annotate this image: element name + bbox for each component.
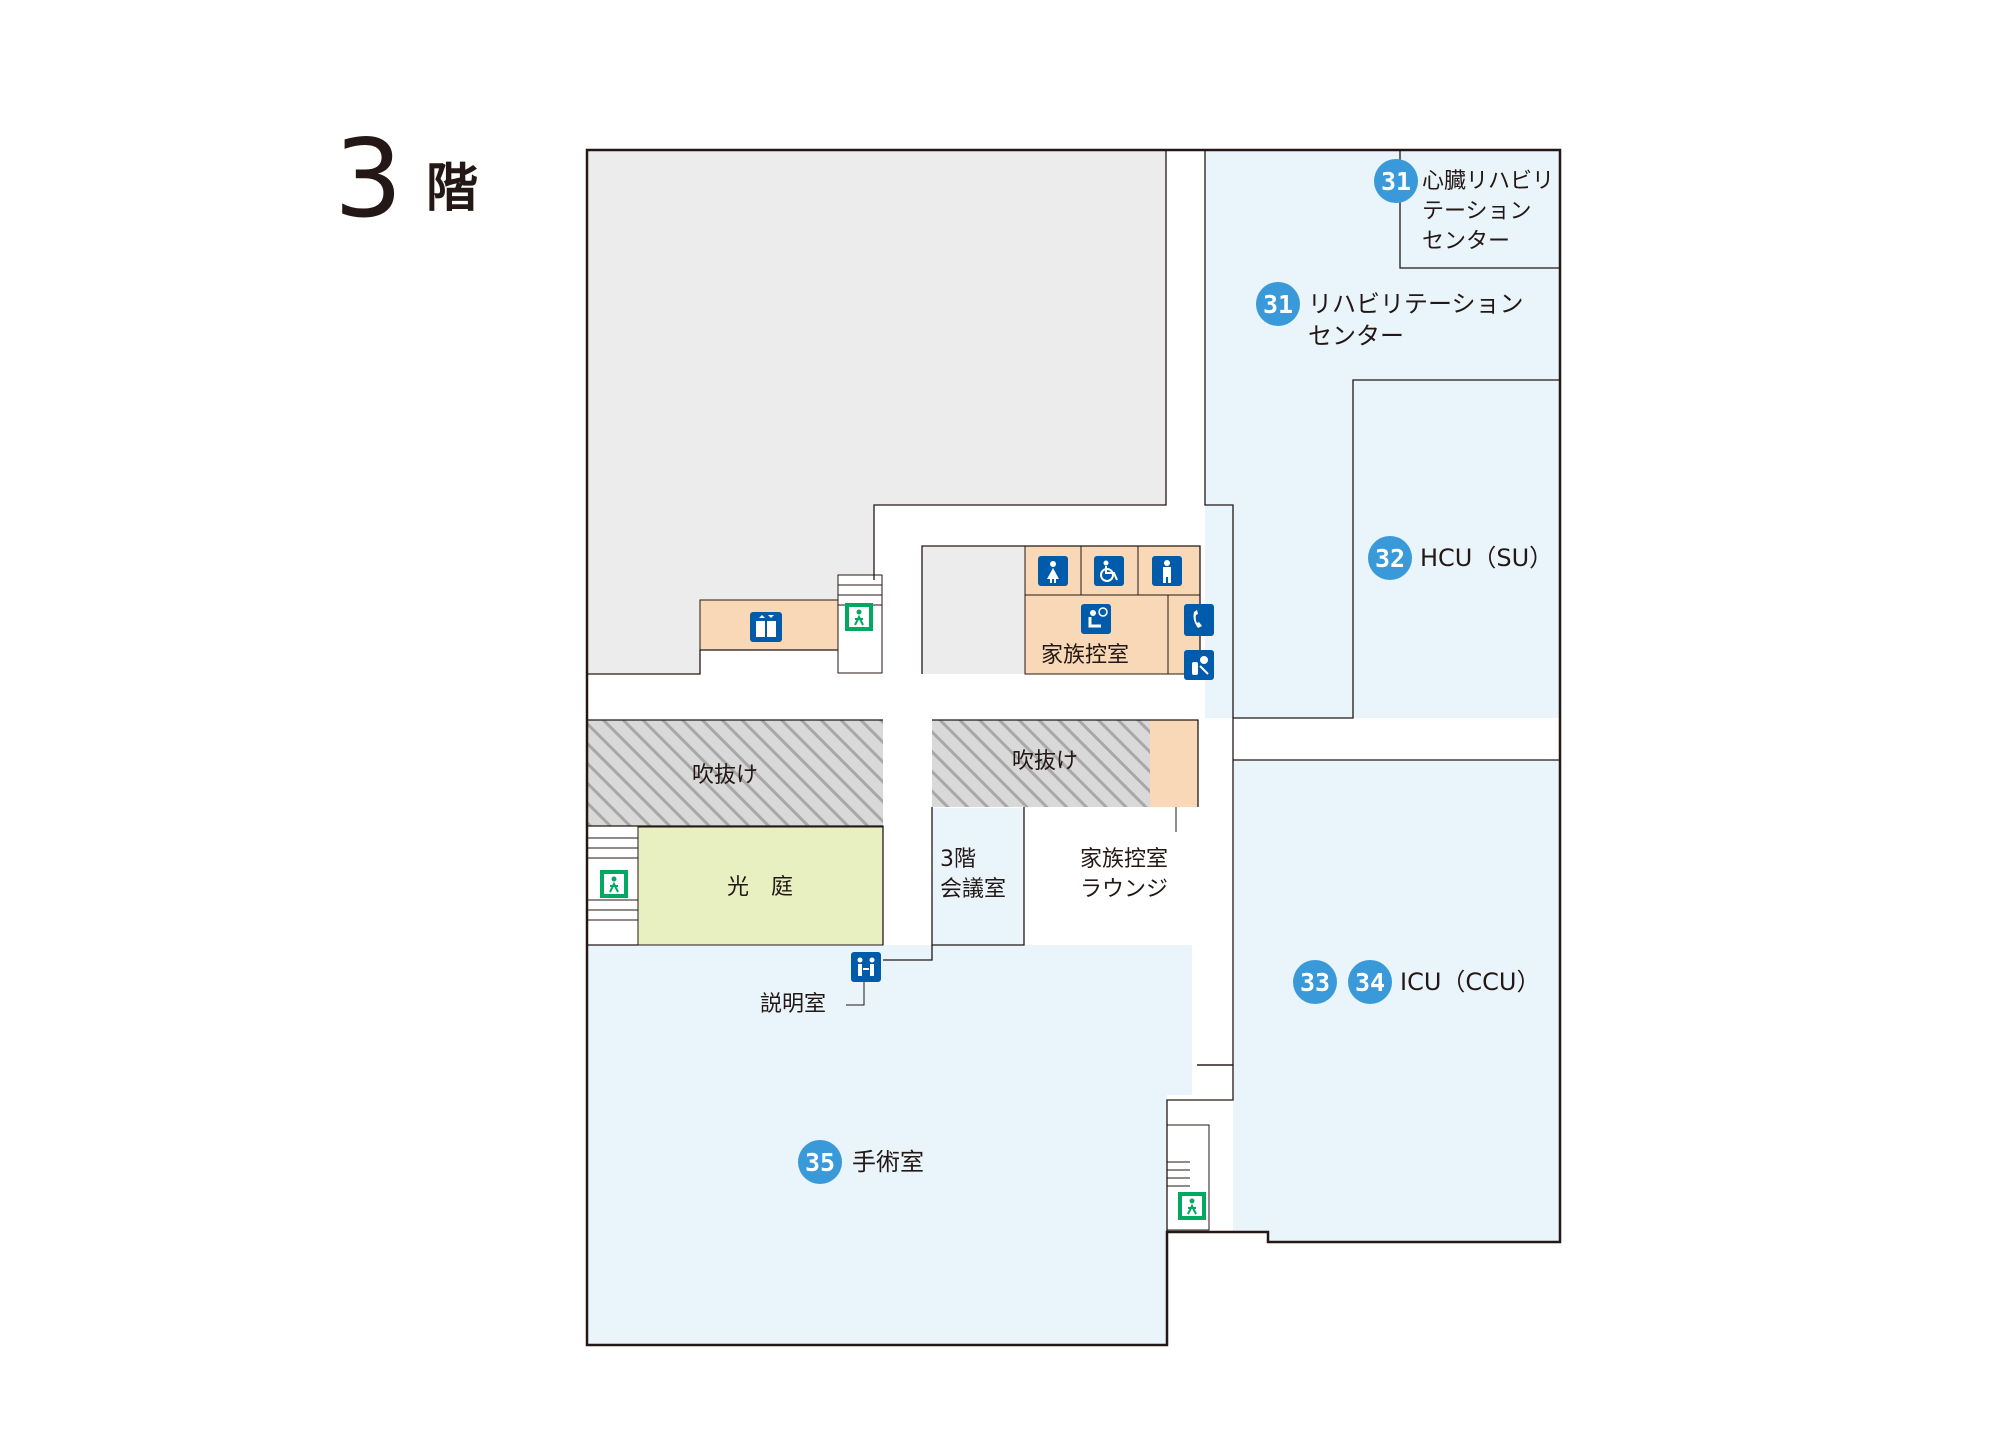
- courtyard: [637, 826, 884, 946]
- public-phone-icon: [1184, 604, 1214, 636]
- grey-blocks: [587, 150, 1166, 674]
- mens-restroom-icon: [1152, 556, 1182, 586]
- badge-number: 31: [1381, 167, 1411, 196]
- atrium-right: [932, 720, 1150, 807]
- badge-number: 33: [1300, 968, 1330, 997]
- cardiac-rehab-label-3: センター: [1422, 229, 1510, 254]
- atrium-right-label: 吹抜け: [1012, 749, 1078, 774]
- atrium-left: [587, 720, 883, 826]
- icu-label: ICU（CCU）: [1400, 968, 1540, 996]
- badge-surgery: 35: [798, 1140, 842, 1184]
- badge-number: 32: [1375, 544, 1405, 573]
- accessible-restroom-icon: [1094, 556, 1124, 586]
- stairs: [586, 574, 1210, 1231]
- emergency-exit-icon: [600, 870, 628, 898]
- walls: [587, 150, 1560, 1240]
- rehab-center-label-2: センター: [1308, 322, 1404, 350]
- cardiac-rehab-label-1: 心臓リハビリ: [1422, 169, 1554, 194]
- elevator-icon: [750, 612, 782, 642]
- badge-number: 34: [1355, 968, 1385, 997]
- badge-number: 35: [805, 1148, 835, 1177]
- badge-number: 31: [1263, 290, 1293, 319]
- hcu-label: HCU（SU）: [1420, 544, 1553, 572]
- family-lounge-label-1: 家族控室: [1080, 847, 1168, 872]
- floor-suffix: 階: [426, 159, 478, 219]
- waiting-room-icon: [1081, 604, 1111, 634]
- badge-hcu: 32: [1368, 536, 1412, 580]
- womens-restroom-icon: [1038, 556, 1068, 586]
- courtyard-label: 光 庭: [727, 875, 793, 900]
- meeting-room-label-2: 会議室: [940, 877, 1006, 902]
- emergency-exit-icon: [1178, 1192, 1206, 1220]
- badge-icu-34: 34: [1348, 960, 1392, 1004]
- leader-lines: [846, 807, 1177, 1006]
- emergency-exit-icon: [845, 603, 873, 631]
- meeting-room-label-1: 3階: [940, 847, 976, 872]
- consultation-icon: [851, 952, 881, 982]
- baby-care-icon: [1184, 650, 1214, 680]
- cardiac-rehab-label-2: テーション: [1422, 199, 1532, 224]
- badge-rehab-center: 31: [1256, 282, 1300, 326]
- explanation-room-label: 説明室: [760, 992, 826, 1017]
- badge-cardiac-rehab: 31: [1374, 159, 1418, 203]
- atrium-left-label: 吹抜け: [692, 763, 758, 788]
- family-room-label: 家族控室: [1041, 643, 1129, 668]
- badge-icu-33: 33: [1293, 960, 1337, 1004]
- surgery-label: 手術室: [852, 1148, 924, 1176]
- building-outline: [585, 148, 1562, 1347]
- floor-number: 3: [334, 117, 403, 242]
- rehab-center-label-1: リハビリテーション: [1308, 290, 1524, 318]
- family-lounge-label-2: ラウンジ: [1080, 877, 1168, 902]
- blue-zones: [587, 150, 1560, 1345]
